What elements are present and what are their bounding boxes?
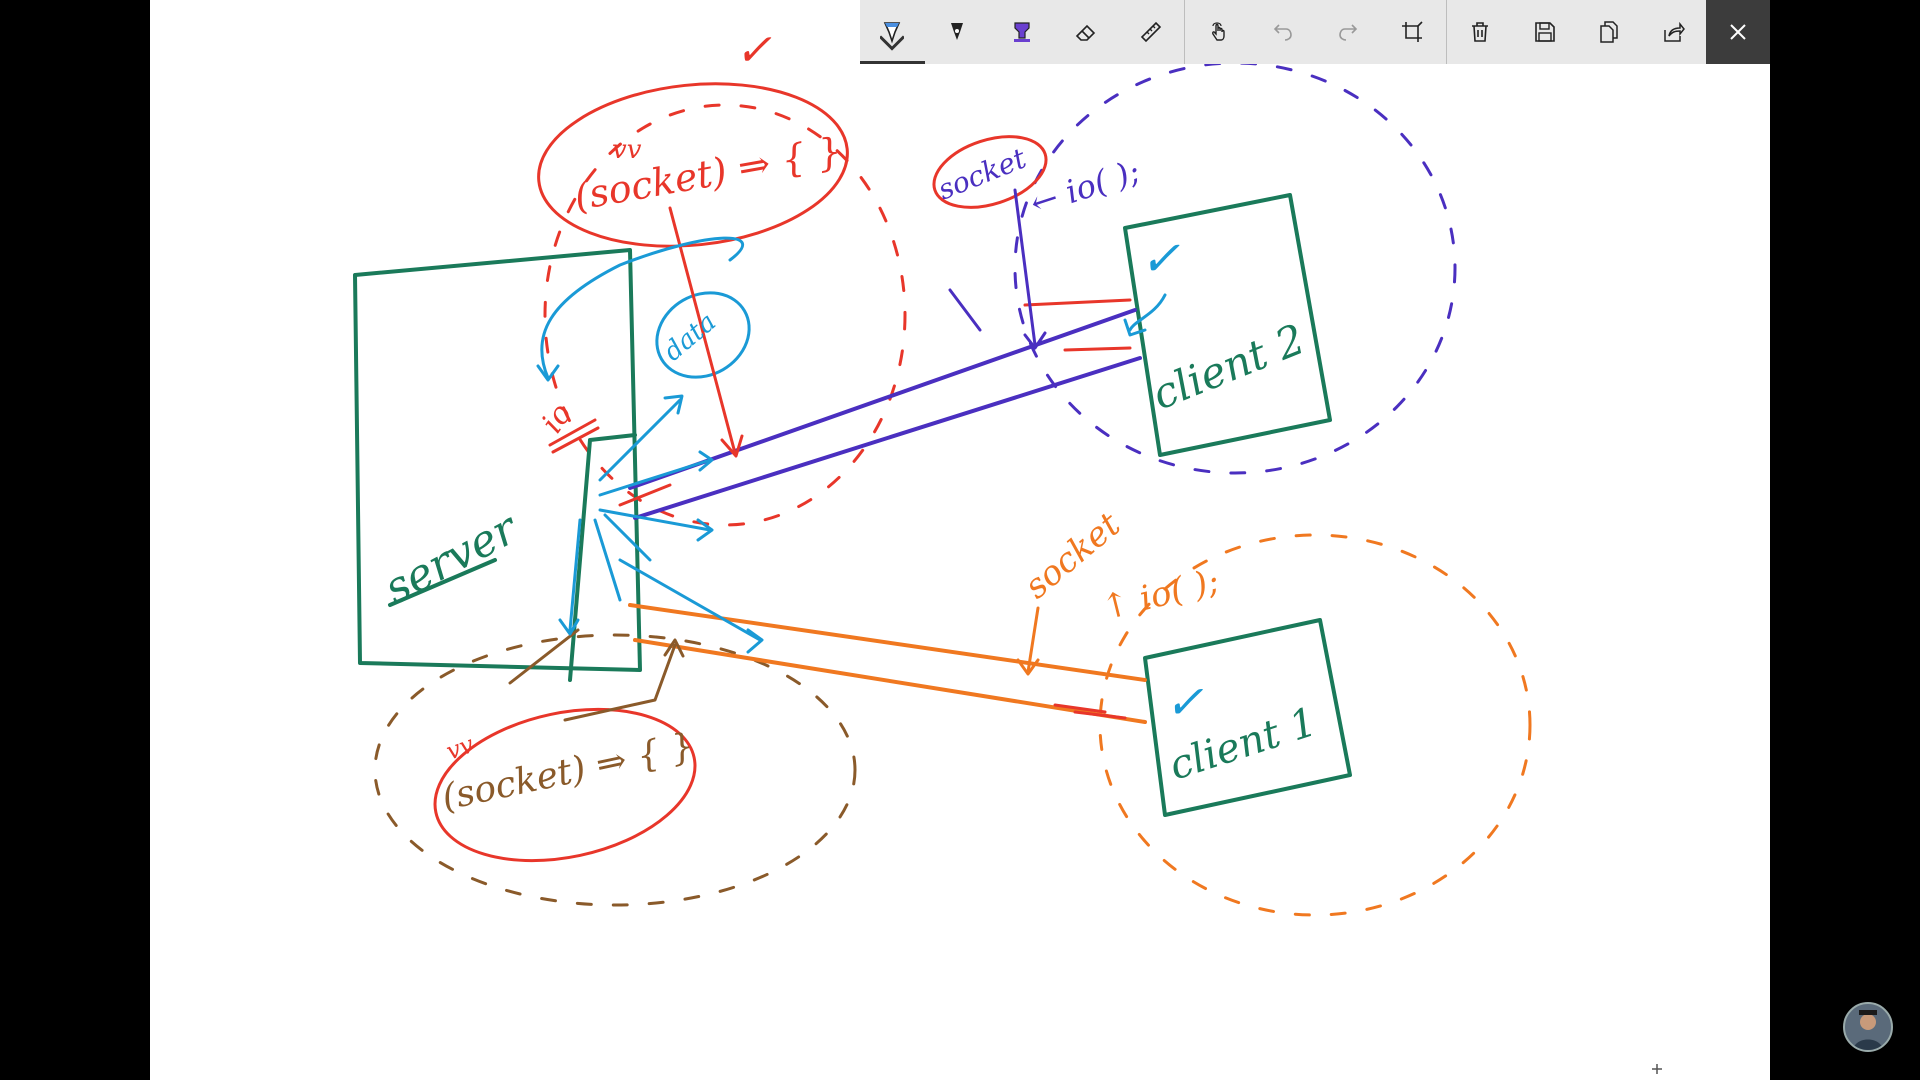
delete-button[interactable] <box>1448 0 1513 64</box>
toolbar-divider <box>1184 0 1186 64</box>
copy-icon <box>1600 21 1619 43</box>
client2-label: client 2 <box>1145 314 1311 419</box>
disconnect-handler-label: (socket) ⇒ { } <box>438 725 697 818</box>
top-check: ✓ <box>735 25 772 76</box>
client1-box <box>1143 618 1352 817</box>
connect-double-v: vv <box>612 135 642 165</box>
client2-check: ✓ <box>1140 231 1180 287</box>
disconnect-double-v: vv <box>442 730 477 766</box>
highlighter-button[interactable] <box>989 0 1054 64</box>
close-button[interactable] <box>1706 0 1770 64</box>
client2-connection-bottom <box>633 356 1142 520</box>
crop-icon <box>1402 21 1424 42</box>
pencil-tip-icon <box>950 23 963 40</box>
save-icon <box>1534 22 1555 42</box>
server-socket-boundary <box>543 103 907 527</box>
undo-icon <box>1274 24 1292 41</box>
ruler-icon <box>1140 21 1162 43</box>
connect-ellipse <box>537 82 849 248</box>
io-call-purple: ← io( ); <box>1026 152 1145 223</box>
client2-connection-top <box>628 308 1137 490</box>
touch-hand-icon <box>1211 22 1225 41</box>
sketch-drawing: server io (socket) ⇒ { } vv ✓ data socke… <box>353 25 1532 917</box>
close-icon <box>1730 24 1746 40</box>
pen-tip-icon <box>884 22 901 44</box>
eraser-icon <box>1076 24 1096 41</box>
client2-box <box>1123 193 1332 457</box>
server-label: server <box>376 502 528 615</box>
server-underline <box>388 558 497 607</box>
socket-purple-ellipse <box>932 135 1048 209</box>
server-box <box>353 248 642 672</box>
presenter-avatar <box>1843 1002 1893 1052</box>
io-call-orange: ↑ io( ); <box>1098 561 1224 629</box>
client1-check: ✓ <box>1165 675 1204 729</box>
copy-button[interactable] <box>1577 0 1642 64</box>
share-icon <box>1664 21 1685 42</box>
eraser-button[interactable] <box>1054 0 1119 64</box>
crop-button[interactable] <box>1380 0 1445 64</box>
ruler-button[interactable] <box>1119 0 1184 64</box>
client2-boundary <box>1013 61 1457 475</box>
data-ellipse <box>655 291 751 379</box>
ink-toolbar <box>860 0 1770 64</box>
pencil-button[interactable] <box>925 0 990 64</box>
redo-button[interactable] <box>1315 0 1380 64</box>
pen-cursor-icon <box>1652 1064 1662 1074</box>
chevron-down-icon <box>880 35 905 51</box>
whiteboard-canvas[interactable]: server io (socket) ⇒ { } vv ✓ data socke… <box>150 0 1770 1080</box>
toolbar-divider <box>1445 0 1447 64</box>
trash-icon <box>1472 22 1489 42</box>
disconnect-boundary <box>373 633 857 907</box>
highlighter-icon <box>1013 22 1030 42</box>
server-inner-panel <box>568 433 637 682</box>
redo-icon <box>1338 24 1357 41</box>
client1-boundary <box>1098 533 1532 917</box>
save-button[interactable] <box>1512 0 1577 64</box>
blue-curve-arrow <box>540 236 745 380</box>
client1-connection-bottom <box>633 638 1147 724</box>
data-label: data <box>658 307 722 367</box>
share-button[interactable] <box>1642 0 1707 64</box>
touch-writing-button[interactable] <box>1186 0 1251 64</box>
disconnect-ellipse <box>433 707 697 863</box>
undo-button[interactable] <box>1251 0 1316 64</box>
client1-connection-top <box>628 603 1147 682</box>
ballpoint-pen-button[interactable] <box>860 0 925 64</box>
